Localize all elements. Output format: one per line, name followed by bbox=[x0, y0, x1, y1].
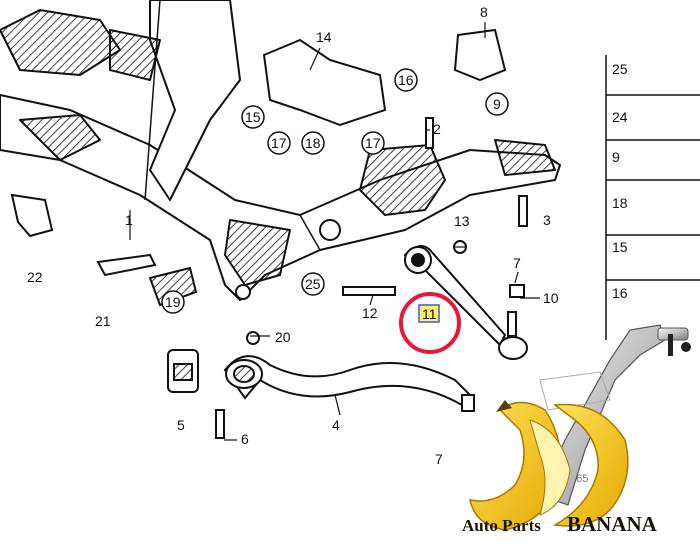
upper-control-arm bbox=[403, 245, 528, 360]
part-label-9: 9 bbox=[493, 96, 501, 112]
part-label-8: 8 bbox=[480, 4, 488, 20]
part-label-6: 6 bbox=[241, 431, 249, 447]
part-label-7-lower: 7 bbox=[435, 451, 443, 467]
part-label-17-right: 17 bbox=[365, 135, 381, 151]
leader-lines bbox=[129, 22, 540, 441]
side-ref-4: 18 bbox=[612, 195, 628, 211]
part-label-18: 18 bbox=[305, 135, 321, 151]
rear-subframe bbox=[0, 0, 561, 301]
part-label-17-left: 17 bbox=[271, 135, 287, 151]
part-label-21: 21 bbox=[95, 313, 111, 329]
part-label-14: 14 bbox=[316, 29, 332, 45]
side-ref-5: 15 bbox=[612, 239, 628, 255]
part-label-16: 16 bbox=[398, 72, 414, 88]
part-labels: 1 2 3 4 5 6 7 7 8 9 10 12 13 14 15 16 17… bbox=[27, 4, 559, 467]
part-label-15: 15 bbox=[245, 109, 261, 125]
part-label-10: 10 bbox=[543, 290, 559, 306]
side-ref-2: 24 bbox=[612, 109, 628, 125]
brand-line-1: Auto Parts bbox=[462, 516, 541, 535]
part-label-20: 20 bbox=[275, 329, 291, 345]
highlight-circle bbox=[399, 292, 461, 354]
part-label-2: 2 bbox=[433, 121, 441, 137]
part-label-22: 22 bbox=[27, 269, 43, 285]
highlighted-part-11: 11 bbox=[399, 292, 461, 354]
highlight-label: 11 bbox=[422, 306, 437, 322]
highlight-label-box bbox=[418, 304, 440, 323]
part-label-12: 12 bbox=[362, 305, 378, 321]
part-label-13: 13 bbox=[454, 213, 470, 229]
brand-line-2: BANANA bbox=[567, 512, 658, 536]
side-ref-1: 25 bbox=[612, 61, 628, 77]
part-label-7-upper: 7 bbox=[513, 255, 521, 271]
banana-logo bbox=[469, 400, 629, 531]
part-label-19: 19 bbox=[165, 294, 181, 310]
side-ref-6: 16 bbox=[612, 285, 628, 301]
product-photo-control-arm bbox=[539, 324, 691, 506]
lower-control-arm bbox=[223, 355, 475, 412]
small-parts bbox=[10, 28, 528, 439]
part-label-1: 1 bbox=[125, 212, 133, 228]
part-label-3: 3 bbox=[543, 212, 551, 228]
part-label-25: 25 bbox=[305, 276, 321, 292]
part-circles bbox=[161, 68, 509, 314]
part-label-4: 4 bbox=[332, 417, 340, 433]
part-label-5: 5 bbox=[177, 417, 185, 433]
side-ref-3: 9 bbox=[612, 149, 620, 165]
brand-text: Auto Parts BANANA bbox=[462, 512, 658, 536]
side-column-table bbox=[605, 55, 700, 340]
